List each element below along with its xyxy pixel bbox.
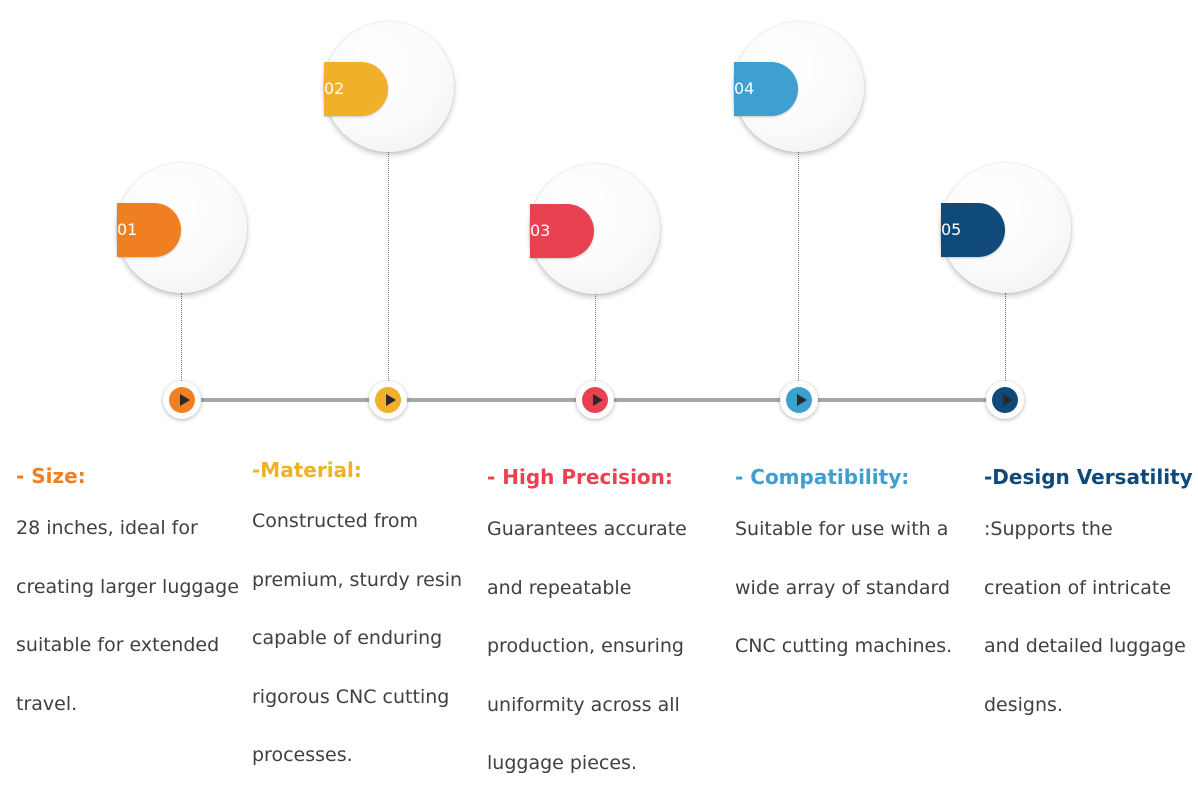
step-3-description: Guarantees accurate and repeatable produ… <box>487 518 687 774</box>
connector-3 <box>595 294 596 381</box>
step-5-text: -Design Versatility :Supports the creati… <box>984 465 1194 734</box>
step-5-number: 05 <box>941 220 962 239</box>
step-1-text: - Size: 28 inches, ideal for creating la… <box>16 464 242 733</box>
play-icon <box>180 394 190 406</box>
connector-5 <box>1005 293 1006 381</box>
play-icon <box>797 394 807 406</box>
step-1-description: 28 inches, ideal for creating larger lug… <box>16 517 239 715</box>
step-1-marker <box>163 381 201 419</box>
step-4-title: - Compatibility: <box>735 465 910 489</box>
connector-1 <box>181 293 182 381</box>
step-3-title: - High Precision: <box>487 465 673 489</box>
step-3-text: - High Precision: Guarantees accurate an… <box>487 465 702 793</box>
step-5-circle: 05 <box>941 163 1071 293</box>
step-4-text: - Compatibility: Suitable for use with a… <box>735 465 957 676</box>
step-2-text: -Material: Constructed from premium, stu… <box>252 458 464 785</box>
step-3-number-tab: 03 <box>530 204 594 258</box>
step-1-title: - Size: <box>16 464 86 488</box>
step-2-description: Constructed from premium, sturdy resin c… <box>252 510 463 766</box>
play-icon <box>1003 394 1013 406</box>
step-4-number: 04 <box>734 79 755 98</box>
step-2-marker <box>369 381 407 419</box>
step-3-marker <box>576 381 614 419</box>
step-1-circle: 01 <box>117 163 247 293</box>
step-2-title: -Material: <box>252 458 362 482</box>
step-5-description: :Supports the creation of intricate and … <box>984 518 1186 716</box>
step-4-description: Suitable for use with a wide array of st… <box>735 518 953 657</box>
step-3-number: 03 <box>530 221 551 240</box>
step-2-number-tab: 02 <box>324 62 388 116</box>
step-1-number: 01 <box>117 220 138 239</box>
step-4-circle: 04 <box>734 22 864 152</box>
step-1-number-tab: 01 <box>117 203 181 257</box>
step-5-marker <box>986 381 1024 419</box>
play-icon <box>593 394 603 406</box>
connector-2 <box>388 152 389 381</box>
step-5-title: -Design Versatility <box>984 465 1193 489</box>
step-4-marker <box>780 381 818 419</box>
step-2-number: 02 <box>324 79 345 98</box>
step-2-circle: 02 <box>324 22 454 152</box>
connector-4 <box>798 152 799 381</box>
step-3-circle: 03 <box>530 164 660 294</box>
step-5-number-tab: 05 <box>941 203 1005 257</box>
play-icon <box>386 394 396 406</box>
step-4-number-tab: 04 <box>734 62 798 116</box>
